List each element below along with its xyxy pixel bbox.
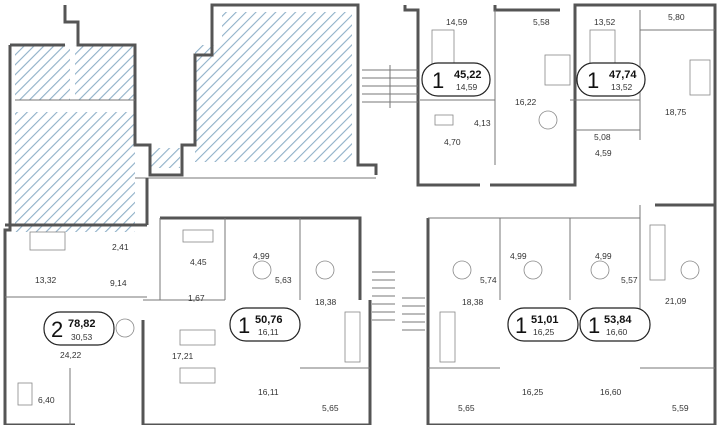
room-area: 16,60 xyxy=(600,387,622,397)
room-area: 4,70 xyxy=(444,137,461,147)
room-area: 16,22 xyxy=(515,97,537,107)
room-area: 4,99 xyxy=(253,251,270,261)
total-area: 78,82 xyxy=(68,318,96,330)
living-area: 16,60 xyxy=(606,327,628,337)
apartment-badge: 1 51,01 16,25 xyxy=(507,307,579,342)
room-area: 9,14 xyxy=(110,278,127,288)
room-area: 4,59 xyxy=(595,148,612,158)
room-area: 4,45 xyxy=(190,257,207,267)
room-area: 18,75 xyxy=(665,107,687,117)
living-area: 14,59 xyxy=(456,82,478,92)
room-area: 16,25 xyxy=(522,387,544,397)
room-area: 5,65 xyxy=(458,403,475,413)
room-area: 5,65 xyxy=(322,403,339,413)
rooms-count: 1 xyxy=(432,68,444,93)
room-area: 18,38 xyxy=(462,297,484,307)
rooms-count: 1 xyxy=(515,313,527,338)
apartment-badge: 2 78,82 30,53 xyxy=(43,311,115,346)
total-area: 53,84 xyxy=(604,314,632,326)
room-area: 4,13 xyxy=(474,118,491,128)
stairs xyxy=(362,65,425,331)
room-area: 5,74 xyxy=(480,275,497,285)
total-area: 51,01 xyxy=(531,314,559,326)
rooms-count: 1 xyxy=(588,313,600,338)
rooms-count: 1 xyxy=(587,68,599,93)
room-area: 2,41 xyxy=(112,242,129,252)
room-area: 21,09 xyxy=(665,296,687,306)
hatched-zones xyxy=(15,12,352,232)
total-area: 45,22 xyxy=(454,69,482,81)
rooms-count: 2 xyxy=(51,317,63,342)
apartment-badge: 1 50,76 16,11 xyxy=(229,307,301,342)
rooms-count: 1 xyxy=(238,313,250,338)
room-area: 4,99 xyxy=(595,251,612,261)
room-area: 16,11 xyxy=(258,387,279,397)
room-area: 5,08 xyxy=(594,132,611,142)
room-area: 13,32 xyxy=(35,275,57,285)
apartment-badge: 1 53,84 16,60 xyxy=(579,307,651,342)
room-area: 17,21 xyxy=(172,351,194,361)
room-area-labels: 14,59 5,58 13,52 5,80 16,22 18,75 4,13 4… xyxy=(35,12,689,413)
room-area: 5,59 xyxy=(672,403,689,413)
room-area: 24,22 xyxy=(60,350,82,360)
room-area: 5,57 xyxy=(621,275,638,285)
apartment-badge: 1 45,22 14,59 xyxy=(421,62,491,97)
room-area: 6,40 xyxy=(38,395,55,405)
furniture xyxy=(17,29,711,406)
living-area: 13,52 xyxy=(611,82,633,92)
walls xyxy=(3,3,717,425)
living-area: 16,11 xyxy=(258,327,279,337)
total-area: 47,74 xyxy=(609,69,637,81)
room-area: 5,63 xyxy=(275,275,292,285)
room-area: 13,52 xyxy=(594,17,616,27)
living-area: 30,53 xyxy=(71,332,93,342)
living-area: 16,25 xyxy=(533,327,555,337)
room-area: 1,67 xyxy=(188,293,205,303)
room-area: 5,80 xyxy=(668,12,685,22)
room-area: 14,59 xyxy=(446,17,468,27)
room-area: 5,58 xyxy=(533,17,550,27)
room-area: 4,99 xyxy=(510,251,527,261)
room-area: 18,38 xyxy=(315,297,337,307)
apartment-badge: 1 47,74 13,52 xyxy=(576,62,646,97)
total-area: 50,76 xyxy=(255,314,283,326)
